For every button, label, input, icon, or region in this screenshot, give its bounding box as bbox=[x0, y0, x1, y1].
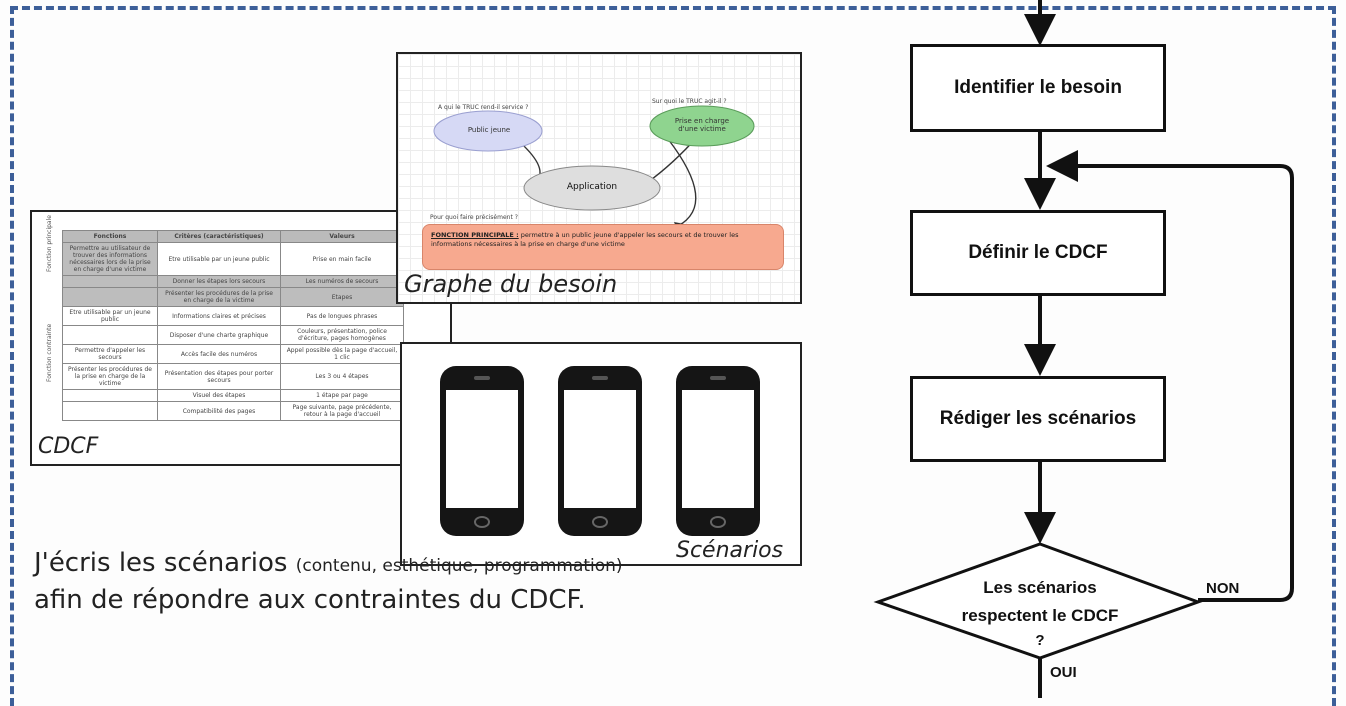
function-box: FONCTION PRINCIPALE : permettre à un pub… bbox=[422, 224, 784, 270]
table-row: Etre utilisable par un jeune public Info… bbox=[62, 306, 404, 326]
description-line-2: afin de répondre aux contraintes du CDCF… bbox=[34, 585, 586, 615]
need-graph-caption: Graphe du besoin bbox=[404, 270, 618, 298]
table-row: Permettre d'appeler les secours Accès fa… bbox=[62, 344, 404, 364]
table-cell: Présenter les procédures de la prise en … bbox=[62, 363, 158, 390]
description-small: (contenu, esthétique, programmation) bbox=[295, 556, 623, 576]
table-cell: Etre utilisable par un jeune public bbox=[157, 242, 281, 276]
user-bubble bbox=[433, 110, 543, 152]
table-row: Compatibilité des pages Page suivante, p… bbox=[62, 401, 404, 421]
table-cell: Page suivante, page précédente, retour à… bbox=[280, 401, 404, 421]
need-graph-card: A qui le TRUC rend-il service ? Sur quoi… bbox=[396, 52, 802, 304]
decision-diamond bbox=[873, 542, 1203, 660]
function-text: permettre à un public jeune d'appeler le… bbox=[431, 231, 739, 248]
table-cell bbox=[62, 287, 158, 307]
table-cell: Donner les étapes lors secours bbox=[157, 275, 281, 288]
decision-line-2: respectent le CDCF bbox=[961, 606, 1119, 625]
phone-mockup-3 bbox=[676, 366, 760, 536]
function-title: FONCTION PRINCIPALE : bbox=[431, 231, 519, 239]
table-cell: Présentation des étapes pour porter seco… bbox=[157, 363, 281, 390]
description-text: J'écris les scénarios (contenu, esthétiq… bbox=[34, 546, 623, 617]
purpose-question: Pour quoi faire précisément ? bbox=[430, 214, 518, 221]
table-header: Fonctions bbox=[62, 230, 158, 243]
flow-step-write-scenarios: Rédiger les scénarios bbox=[910, 376, 1166, 462]
no-label: NON bbox=[1206, 580, 1240, 597]
phone-mockup-2 bbox=[558, 366, 642, 536]
table-cell: Etapes bbox=[280, 287, 404, 307]
decision-line-1: Les scénarios bbox=[983, 578, 1097, 597]
table-row: Disposer d'une charte graphique Couleurs… bbox=[62, 325, 404, 345]
dashed-frame bbox=[10, 6, 1336, 706]
table-cell: Les 3 ou 4 étapes bbox=[280, 363, 404, 390]
scenarios-caption: Scénarios bbox=[676, 538, 784, 563]
cdcf-card: Fonction principale Fonction contrainte … bbox=[30, 210, 452, 466]
table-cell: Permettre au utilisateur de trouver des … bbox=[62, 242, 158, 276]
table-row: Visuel des étapes 1 étape par page bbox=[62, 389, 404, 402]
cdcf-table: Fonctions Critères (caractéristiques) Va… bbox=[62, 230, 404, 421]
table-cell: Compatibilité des pages bbox=[157, 401, 281, 421]
table-cell: Prise en main facile bbox=[280, 242, 404, 276]
target-bubble bbox=[649, 105, 755, 147]
application-bubble bbox=[523, 165, 661, 211]
question-right: Sur quoi le TRUC agit-il ? bbox=[652, 98, 727, 105]
flow-step-define-cdcf: Définir le CDCF bbox=[910, 210, 1166, 296]
question-left: A qui le TRUC rend-il service ? bbox=[438, 104, 529, 111]
bubble-left-label: Public jeune bbox=[467, 126, 511, 134]
bubble-right-label: Prise en charge d'une victime bbox=[674, 117, 730, 133]
flow-step-identify-need: Identifier le besoin bbox=[910, 44, 1166, 132]
description-line-1: J'écris les scénarios (contenu, esthétiq… bbox=[34, 548, 623, 578]
scenarios-card: Scénarios bbox=[400, 342, 802, 566]
table-row: Permettre au utilisateur de trouver des … bbox=[62, 242, 404, 276]
yes-label: OUI bbox=[1050, 664, 1077, 681]
cdcf-caption: CDCF bbox=[38, 434, 99, 459]
decision-line-3: ? bbox=[1035, 632, 1045, 649]
need-graph-svg bbox=[433, 105, 755, 232]
center-bubble-label: Application bbox=[566, 182, 618, 192]
table-row: Présenter les procédures de la prise en … bbox=[62, 363, 404, 390]
phone-mockup-1 bbox=[440, 366, 524, 536]
